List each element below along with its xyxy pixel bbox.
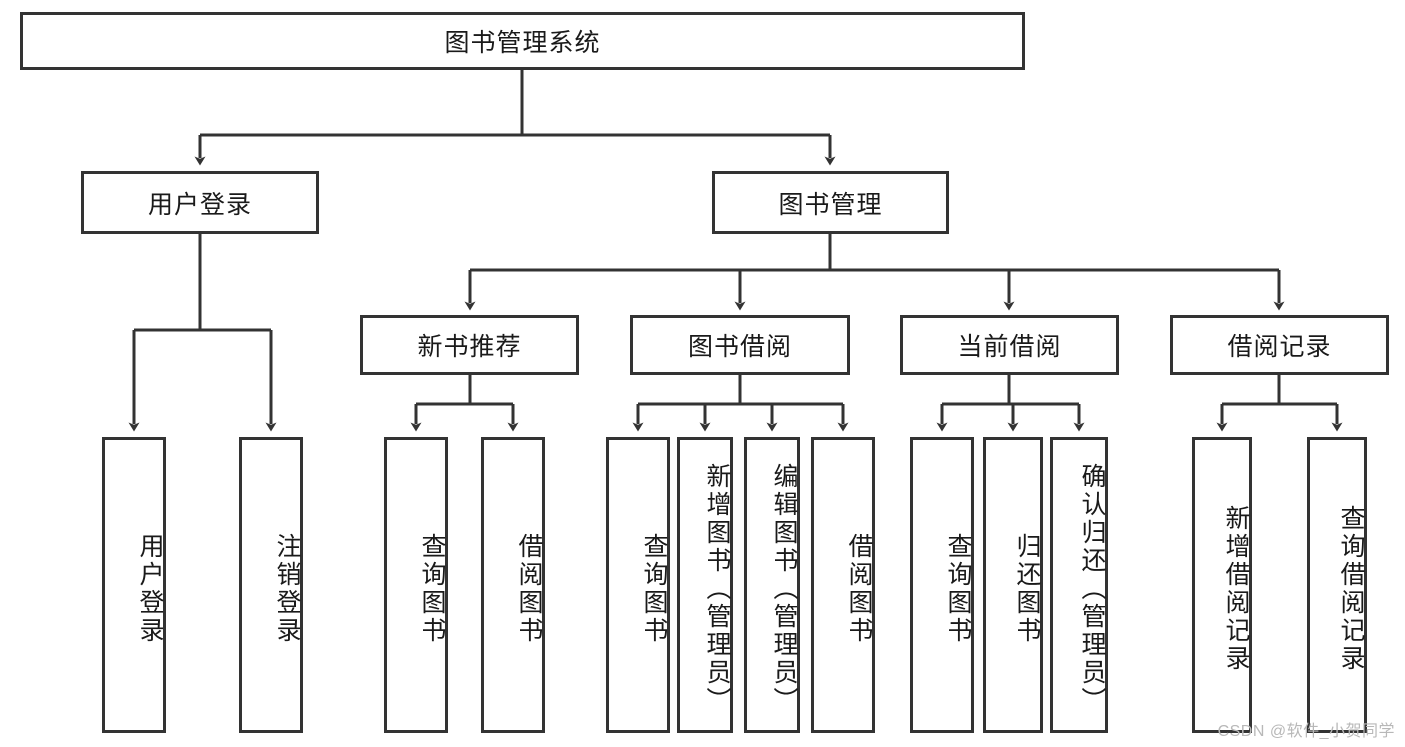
leaf-logout-label: 注销登录 — [273, 533, 301, 645]
leaf-query-book-3-label: 查询图书 — [944, 533, 972, 645]
leaf-query-book-1[interactable]: 查询图书 — [384, 437, 448, 733]
leaf-query-borrow-record[interactable]: 查询借阅记录 — [1307, 437, 1367, 733]
leaf-return-book-label: 归还图书 — [1013, 533, 1041, 645]
leaf-user-login-label: 用户登录 — [136, 533, 164, 645]
node-current-borrow-label: 当前借阅 — [957, 333, 1062, 361]
leaf-borrow-book-2[interactable]: 借阅图书 — [811, 437, 875, 733]
leaf-add-borrow-record[interactable]: 新增借阅记录 — [1192, 437, 1252, 733]
node-user-login-label: 用户登录 — [147, 190, 252, 219]
leaf-edit-book-admin-label: 编辑图书（管理员） — [770, 463, 798, 715]
leaf-query-book-3[interactable]: 查询图书 — [910, 437, 974, 733]
node-new-book-recommend[interactable]: 新书推荐 — [360, 315, 579, 375]
node-book-management-label: 图书管理 — [778, 190, 883, 219]
node-borrow-record-label: 借阅记录 — [1227, 333, 1332, 361]
leaf-borrow-book-1-label: 借阅图书 — [515, 533, 543, 645]
leaf-confirm-return-admin-label: 确认归还（管理员） — [1078, 463, 1106, 715]
node-book-borrow[interactable]: 图书借阅 — [630, 315, 850, 375]
leaf-confirm-return-admin[interactable]: 确认归还（管理员） — [1050, 437, 1108, 733]
leaf-borrow-book-2-label: 借阅图书 — [845, 533, 873, 645]
leaf-borrow-book-1[interactable]: 借阅图书 — [481, 437, 545, 733]
leaf-user-login[interactable]: 用户登录 — [102, 437, 166, 733]
node-borrow-record[interactable]: 借阅记录 — [1170, 315, 1389, 375]
node-current-borrow[interactable]: 当前借阅 — [900, 315, 1119, 375]
leaf-query-book-1-label: 查询图书 — [418, 533, 446, 645]
node-book-borrow-label: 图书借阅 — [687, 333, 792, 361]
node-book-management[interactable]: 图书管理 — [712, 171, 949, 234]
leaf-logout[interactable]: 注销登录 — [239, 437, 303, 733]
leaf-add-book-admin[interactable]: 新增图书（管理员） — [677, 437, 733, 733]
leaf-add-borrow-record-label: 新增借阅记录 — [1222, 505, 1250, 673]
leaf-add-book-admin-label: 新增图书（管理员） — [703, 463, 731, 715]
node-user-login[interactable]: 用户登录 — [81, 171, 319, 234]
node-new-book-recommend-label: 新书推荐 — [417, 333, 522, 361]
leaf-edit-book-admin[interactable]: 编辑图书（管理员） — [744, 437, 800, 733]
leaf-query-book-2[interactable]: 查询图书 — [606, 437, 670, 733]
watermark: CSDN @软件_小贺同学 — [1217, 723, 1395, 740]
leaf-query-book-2-label: 查询图书 — [640, 533, 668, 645]
leaf-return-book[interactable]: 归还图书 — [983, 437, 1043, 733]
leaf-query-borrow-record-label: 查询借阅记录 — [1337, 505, 1365, 673]
node-root-label: 图书管理系统 — [444, 29, 601, 57]
node-root[interactable]: 图书管理系统 — [20, 12, 1025, 70]
